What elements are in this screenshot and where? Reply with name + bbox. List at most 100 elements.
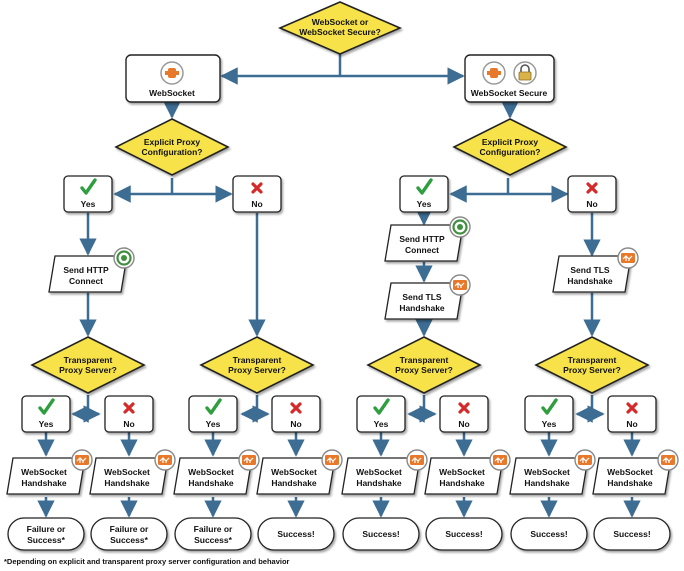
outcome-success-4: Success! [257,517,335,551]
step-label-line1: WebSocket [524,467,570,477]
no-box-ws-explicit: No [232,175,282,213]
answer-label: No [290,419,301,429]
protocol-box-websocket: WebSocket [125,54,221,103]
answer-label: No [458,419,469,429]
no-box-transparent-4: No [607,395,657,433]
handshake-icon [449,274,471,296]
check-icon [205,398,222,415]
yes-box-wss-explicit: Yes [399,175,449,213]
decision-label-line1: Transparent [568,355,617,365]
outcome-label: Success! [362,529,399,539]
yes-box-transparent-3: Yes [356,395,406,433]
plug-icon [482,61,506,85]
cross-icon [123,402,135,414]
decision-websocket-or-secure: WebSocket or WebSocket Secure? [277,1,403,55]
step-label-line2: Handshake [399,303,445,313]
answer-label: No [586,199,597,209]
decision-label-line2: Proxy Server? [563,365,621,375]
step-label-line1: WebSocket [607,467,653,477]
answer-label: No [626,419,637,429]
handshake-icon [657,449,679,471]
decision-label-line2: Configuration? [142,147,203,157]
handshake-icon [71,449,93,471]
yes-box-transparent-4: Yes [524,395,574,433]
outcome-label-line2: Success* [27,535,65,545]
handshake-icon [321,449,343,471]
decision-label-line2: Proxy Server? [395,365,453,375]
step-label-line1: WebSocket [21,467,67,477]
step-label-line2: Handshake [188,478,234,488]
step-label-line1: Send TLS [570,265,610,275]
decision-label-line2: WebSocket Secure? [299,27,381,37]
check-icon [38,398,55,415]
outcome-success-5: Success! [342,517,420,551]
decision-label-line1: Transparent [64,355,113,365]
answer-label: Yes [417,199,432,209]
answer-label: Yes [206,419,221,429]
decision-label-line1: Transparent [400,355,449,365]
handshake-icon [574,449,596,471]
handshake-icon [489,449,511,471]
handshake-icon [617,247,639,269]
connect-icon [449,216,471,238]
check-icon [373,398,390,415]
cross-icon [586,182,598,194]
step-label-line2: Handshake [104,478,150,488]
outcome-success-6: Success! [425,517,503,551]
outcome-label-line2: Success* [110,535,148,545]
answer-label: Yes [374,419,389,429]
step-label-line2: Handshake [567,276,613,286]
step-label-line1: WebSocket [188,467,234,477]
footnote: *Depending on explicit and transparent p… [4,557,290,566]
step-label-line1: Send HTTP [399,234,445,244]
decision-label-line1: WebSocket or [312,17,369,27]
outcome-label-line2: Success* [194,535,232,545]
outcome-label-line1: Failure or [110,524,149,534]
step-label-line2: Handshake [524,478,570,488]
decision-label-line1: Explicit Proxy [482,137,538,147]
no-box-wss-explicit: No [567,175,617,213]
check-icon [416,178,433,195]
outcome-label: Success! [530,529,567,539]
answer-label: Yes [81,199,96,209]
step-label-line2: Handshake [271,478,317,488]
yes-box-transparent-1: Yes [21,395,71,433]
outcome-success-7: Success! [510,517,588,551]
handshake-icon [238,449,260,471]
step-label-line2: Handshake [439,478,485,488]
cross-icon [458,402,470,414]
step-label-line1: WebSocket [104,467,150,477]
answer-label: Yes [542,419,557,429]
step-label-line2: Handshake [607,478,653,488]
cross-icon [626,402,638,414]
cross-icon [290,402,302,414]
decision-explicit-proxy-wss: Explicit Proxy Configuration? [452,118,568,176]
lock-icon [513,61,537,85]
step-label-line1: Send HTTP [63,265,109,275]
step-label-line1: WebSocket [439,467,485,477]
check-icon [80,178,97,195]
connect-icon [113,247,135,269]
plug-icon [160,61,184,85]
outcome-label-line1: Failure or [27,524,66,534]
protocol-label: WebSocket Secure [471,88,548,98]
protocol-box-websocket-secure: WebSocket Secure [464,54,555,103]
no-box-transparent-2: No [271,395,321,433]
yes-box-ws-explicit: Yes [63,175,113,213]
